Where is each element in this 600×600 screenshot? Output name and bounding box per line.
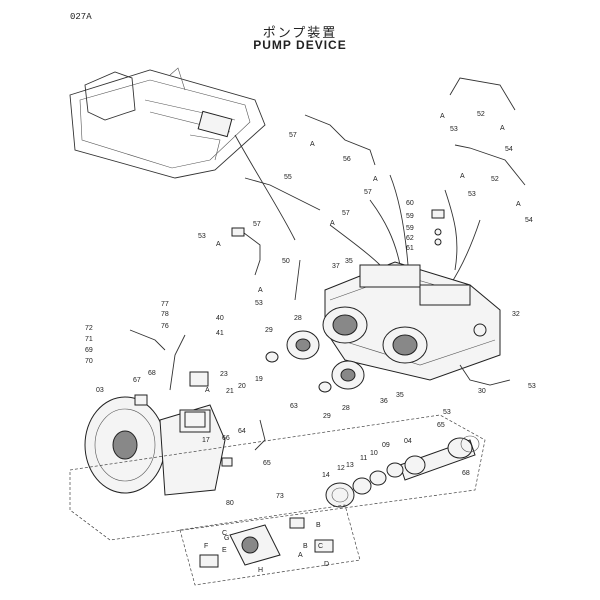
- callout-53a: 53: [450, 126, 458, 133]
- main-pump-assembly: [322, 261, 501, 381]
- callout-63: 63: [290, 403, 298, 410]
- callout-41: 41: [216, 330, 224, 337]
- callout-78: 78: [161, 311, 169, 318]
- callout-52b: 52: [491, 176, 499, 183]
- callout-23: 23: [220, 371, 228, 378]
- reference-letters: A A A A A A A A A A A B B C C D E F G H: [204, 113, 521, 574]
- callout-32: 32: [512, 311, 520, 318]
- callout-62: 62: [406, 235, 414, 242]
- callout-53e: 53: [528, 383, 536, 390]
- callout-57b: 57: [364, 189, 372, 196]
- callout-21: 21: [226, 388, 234, 395]
- callout-35a: 35: [345, 258, 353, 265]
- callout-20: 20: [238, 383, 246, 390]
- callout-69: 69: [85, 347, 93, 354]
- leader-lines: [234, 134, 481, 301]
- callout-57c: 57: [342, 210, 350, 217]
- callout-59b: 59: [406, 225, 414, 232]
- callout-57a: 57: [289, 132, 297, 139]
- ref-letter-b: B: [303, 543, 308, 550]
- callout-04: 04: [404, 438, 412, 445]
- ref-letter-a: A: [258, 287, 263, 294]
- piping-details: [129, 77, 526, 451]
- callout-55: 55: [284, 174, 292, 181]
- callout-36: 36: [380, 398, 388, 405]
- gear-parts: [265, 330, 365, 393]
- callout-54a: 54: [505, 146, 513, 153]
- callout-35b: 35: [396, 392, 404, 399]
- page-title: PUMP DEVICE: [253, 38, 347, 52]
- ref-letter-a: A: [373, 176, 378, 183]
- ref-letter-a: A: [500, 125, 505, 132]
- callout-28b: 28: [342, 405, 350, 412]
- callout-12: 12: [337, 465, 345, 472]
- ref-letter-a: A: [205, 387, 210, 394]
- callout-19: 19: [255, 376, 263, 383]
- ref-letter-c: C: [318, 543, 323, 550]
- ref-letter-b: B: [316, 522, 321, 529]
- callout-52a: 52: [477, 111, 485, 118]
- callout-77: 77: [161, 301, 169, 308]
- ref-letter-e: E: [222, 547, 227, 554]
- callout-60: 60: [406, 200, 414, 207]
- excavator-illustration: [69, 67, 266, 179]
- page-title-japanese: ポンプ装置: [262, 25, 338, 40]
- callout-53f: 53: [443, 409, 451, 416]
- coupling-detail-box: [69, 414, 486, 586]
- ref-letter-h: H: [258, 567, 263, 574]
- callout-67: 67: [133, 377, 141, 384]
- callout-57d: 57: [253, 221, 261, 228]
- callout-40: 40: [216, 315, 224, 322]
- callout-64: 64: [238, 428, 246, 435]
- callout-59a: 59: [406, 213, 414, 220]
- callout-29b: 29: [323, 413, 331, 420]
- callout-11: 11: [360, 455, 367, 462]
- callout-50: 50: [282, 258, 290, 265]
- callout-61: 61: [406, 245, 414, 252]
- callout-30: 30: [478, 388, 486, 395]
- figure-code: 027A: [70, 12, 92, 22]
- callout-14: 14: [322, 472, 330, 479]
- callout-56: 56: [343, 156, 351, 163]
- ref-letter-d: D: [324, 561, 329, 568]
- callout-76: 76: [161, 323, 169, 330]
- callout-29a: 29: [265, 327, 273, 334]
- ref-letter-a: A: [330, 220, 335, 227]
- drive-shaft-assembly: [325, 435, 480, 508]
- callout-10: 10: [370, 450, 378, 457]
- small-components: [134, 209, 445, 467]
- callout-70: 70: [85, 358, 93, 365]
- callout-73: 73: [276, 493, 284, 500]
- callout-54b: 54: [525, 217, 533, 224]
- callout-66: 66: [222, 435, 230, 442]
- callout-labels: 03 68 09 10 11 12 14 13 17 20 21 19 23 2…: [85, 111, 536, 507]
- callout-17: 17: [202, 437, 210, 444]
- ref-letter-a: A: [440, 113, 445, 120]
- callout-65b: 65: [263, 460, 271, 467]
- callout-53b: 53: [468, 191, 476, 198]
- ref-letter-g: G: [224, 535, 229, 542]
- callout-28a: 28: [294, 315, 302, 322]
- ref-letter-a: A: [516, 201, 521, 208]
- callout-71: 71: [85, 336, 93, 343]
- callout-80: 80: [226, 500, 234, 507]
- ref-letter-a: A: [310, 141, 315, 148]
- ref-letter-a: A: [216, 241, 221, 248]
- callout-53c: 53: [198, 233, 206, 240]
- callout-68: 68: [462, 470, 470, 477]
- callout-72: 72: [85, 325, 93, 332]
- callout-65: 65: [437, 422, 445, 429]
- ref-letter-f: F: [204, 543, 208, 550]
- callout-03: 03: [96, 387, 104, 394]
- callout-09: 09: [382, 442, 390, 449]
- ref-letter-c: C: [222, 530, 227, 537]
- callout-53d: 53: [255, 300, 263, 307]
- ref-letter-a: A: [460, 173, 465, 180]
- callout-13: 13: [346, 462, 354, 469]
- callout-37: 37: [332, 263, 340, 270]
- callout-68b: 68: [148, 370, 156, 377]
- ref-letter-a: A: [298, 552, 303, 559]
